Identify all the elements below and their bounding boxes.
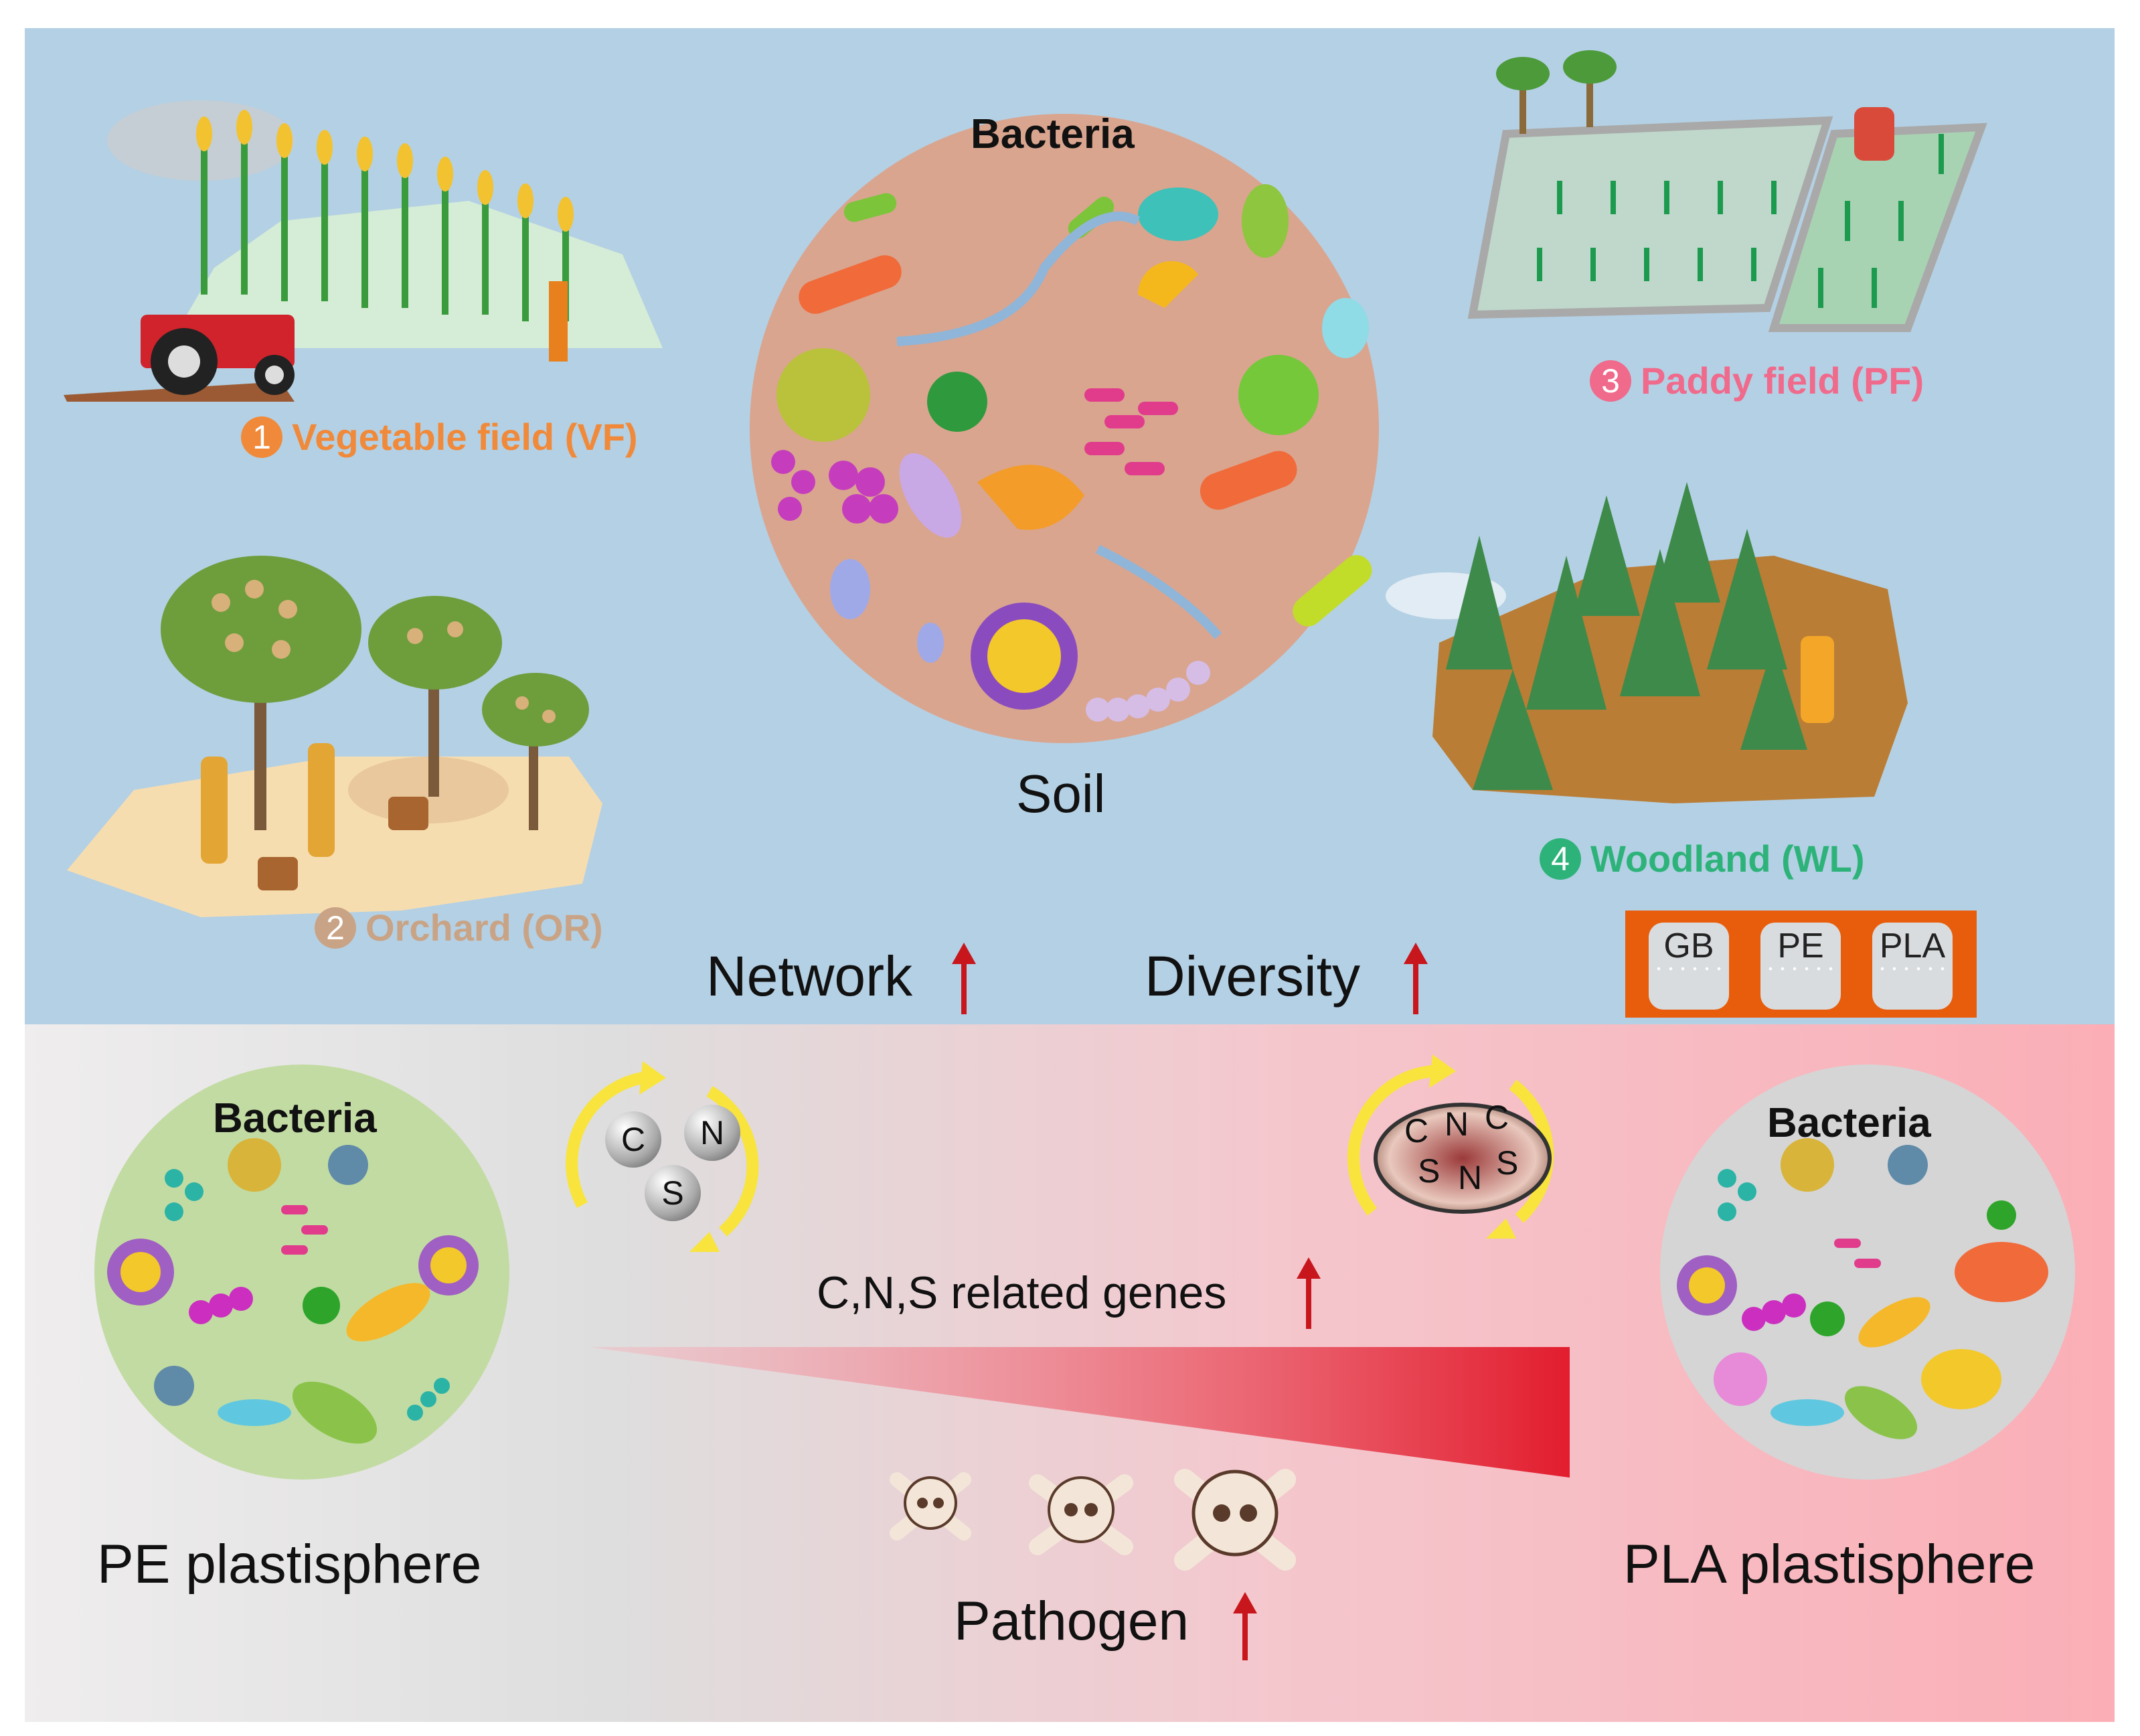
orchard-illustration [67,556,602,917]
skull-icon-large [1174,1469,1296,1571]
pathogen-skull-icons [890,1469,1296,1571]
cycle-letter: C [1485,1099,1509,1136]
increase-arrows [952,943,1428,1660]
pe-circle [94,1064,509,1480]
soil-bacteria-label: Bacteria [971,111,1135,157]
cycle-letter: C [1404,1112,1429,1150]
site-label-vf: 1 Vegetable field (VF) [241,415,638,459]
skull-icon-medium [1029,1474,1133,1555]
pla-microbes [1677,1138,2048,1439]
pe-bacteria-label: Bacteria [213,1095,377,1141]
diversity-label: Diversity [1145,945,1361,1008]
cns-cluster-backing [1374,1103,1552,1214]
vegetable-field-illustration [64,100,663,402]
cycle-letter: N [1458,1159,1483,1196]
site-label-or: 2 Orchard (OR) [315,906,603,949]
pathogen-label: Pathogen [954,1591,1189,1652]
soil-label: Soil [1016,764,1106,823]
site-name: Orchard (OR) [365,906,603,949]
cycle-letter: S [1418,1152,1441,1190]
site-label-wl: 4 Woodland (WL) [1540,837,1865,880]
material-chip-gb: GB [1649,923,1729,1010]
soil-microbes [771,184,1372,722]
sulfur-ball: S [645,1165,701,1221]
left-cycle-arrows [566,1061,759,1252]
paddy-field-illustration [1467,50,1987,332]
nitrogen-ball: N [684,1105,740,1161]
site-name: Woodland (WL) [1590,838,1865,880]
site-name: Paddy field (PF) [1641,360,1924,402]
site-number-badge: 2 [315,906,356,949]
material-chip-pla: PLA [1872,923,1953,1010]
cycle-letter: N [1445,1105,1469,1143]
gene-increase-wedge [589,1347,1570,1478]
site-number-badge: 4 [1540,838,1581,880]
soil-circle [750,114,1379,743]
site-label-pf: 3 Paddy field (PF) [1590,359,1924,402]
pe-plastisphere-label: PE plastisphere [97,1534,482,1595]
cycle-letter: S [1496,1144,1519,1182]
woodland-illustration [1386,482,1908,803]
site-number-badge: 1 [241,416,282,458]
carbon-ball: C [605,1111,661,1168]
network-label: Network [706,945,913,1008]
site-number-badge: 3 [1590,360,1631,402]
material-chip-pe: PE [1760,923,1841,1010]
pla-bacteria-label: Bacteria [1767,1100,1931,1146]
site-name: Vegetable field (VF) [292,416,638,458]
pe-microbes [107,1138,479,1444]
pla-plastisphere-label: PLA plastisphere [1623,1534,2036,1595]
skull-icon-small [890,1472,971,1541]
genes-label: C,N,S related genes [817,1267,1227,1318]
